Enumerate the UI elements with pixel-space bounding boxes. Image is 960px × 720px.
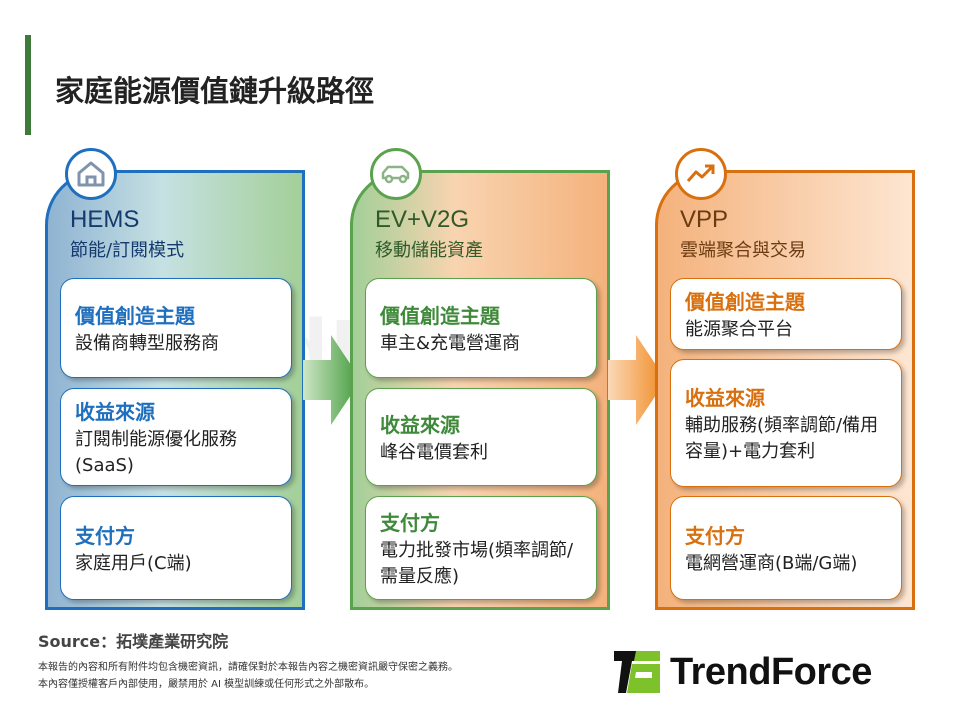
column-vpp: VPP 雲端聚合與交易 價值創造主題能源聚合平台 收益來源輔助服務(頻率調節/備… xyxy=(655,148,915,610)
trend-up-icon xyxy=(675,148,727,200)
column-heading: HEMS xyxy=(70,206,140,233)
disclaimer-line-2: 本內容僅授權客戶內部使用，嚴禁用於 AI 模型訓練或任何形式之外部散布。 xyxy=(38,679,375,690)
column-heading: EV+V2G xyxy=(375,206,470,233)
card-body: 輔助服務(頻率調節/備用容量)+電力套利 xyxy=(685,414,879,462)
logo-mark-icon xyxy=(614,651,660,693)
card-title: 價值創造主題 xyxy=(685,289,805,314)
source-note: Source：拓墣產業研究院 xyxy=(38,632,229,651)
card-value-creation: 價值創造主題車主&充電營運商 xyxy=(365,278,597,378)
card-title: 價值創造主題 xyxy=(380,303,500,328)
column-subheading: 雲端聚合與交易 xyxy=(680,240,806,261)
column-subheading: 移動儲能資產 xyxy=(375,240,483,261)
card-payer: 支付方家庭用戶(C端) xyxy=(60,496,292,600)
column-heading: VPP xyxy=(680,206,729,233)
card-body: 電網營運商(B端/G端) xyxy=(685,552,858,574)
disclaimer-line-1: 本報告的內容和所有附件均包含機密資訊，請確保對於本報告內容之機密資訊嚴守保密之義… xyxy=(38,662,458,673)
card-title: 收益來源 xyxy=(380,412,460,437)
car-icon xyxy=(370,148,422,200)
page-title: 家庭能源價值鏈升級路徑 xyxy=(55,74,375,108)
accent-bar xyxy=(25,35,31,135)
card-title: 價值創造主題 xyxy=(75,303,195,328)
card-title: 支付方 xyxy=(380,510,440,535)
column-ev-v2g: EV+V2G 移動儲能資產 價值創造主題車主&充電營運商 收益來源峰谷電價套利 … xyxy=(350,148,610,610)
card-title: 收益來源 xyxy=(685,385,765,410)
card-body: 訂閱制能源優化服務(SaaS) xyxy=(75,428,237,476)
card-value-creation: 價值創造主題設備商轉型服務商 xyxy=(60,278,292,378)
column-subheading: 節能/訂閱模式 xyxy=(70,240,185,261)
arrow-green xyxy=(303,335,361,425)
card-title: 支付方 xyxy=(685,523,745,548)
column-hems: HEMS 節能/訂閱模式 價值創造主題設備商轉型服務商 收益來源訂閱制能源優化服… xyxy=(45,148,305,610)
card-body: 設備商轉型服務商 xyxy=(75,332,219,354)
home-icon xyxy=(65,148,117,200)
card-body: 家庭用戶(C端) xyxy=(75,552,192,574)
logo-text: TrendForce xyxy=(670,650,872,693)
card-payer: 支付方電網營運商(B端/G端) xyxy=(670,496,902,600)
card-body: 車主&充電營運商 xyxy=(380,332,521,354)
card-body: 峰谷電價套利 xyxy=(380,441,488,463)
card-value-creation: 價值創造主題能源聚合平台 xyxy=(670,278,902,350)
trendforce-logo: TrendForce xyxy=(612,648,872,696)
card-revenue: 收益來源峰谷電價套利 xyxy=(365,388,597,486)
card-body: 電力批發市場(頻率調節/需量反應) xyxy=(380,539,574,587)
arrow-orange xyxy=(608,335,666,425)
card-revenue: 收益來源輔助服務(頻率調節/備用容量)+電力套利 xyxy=(670,359,902,487)
card-title: 支付方 xyxy=(75,523,135,548)
card-body: 能源聚合平台 xyxy=(685,318,793,340)
card-revenue: 收益來源訂閱制能源優化服務(SaaS) xyxy=(60,388,292,486)
card-title: 收益來源 xyxy=(75,399,155,424)
card-payer: 支付方電力批發市場(頻率調節/需量反應) xyxy=(365,496,597,600)
